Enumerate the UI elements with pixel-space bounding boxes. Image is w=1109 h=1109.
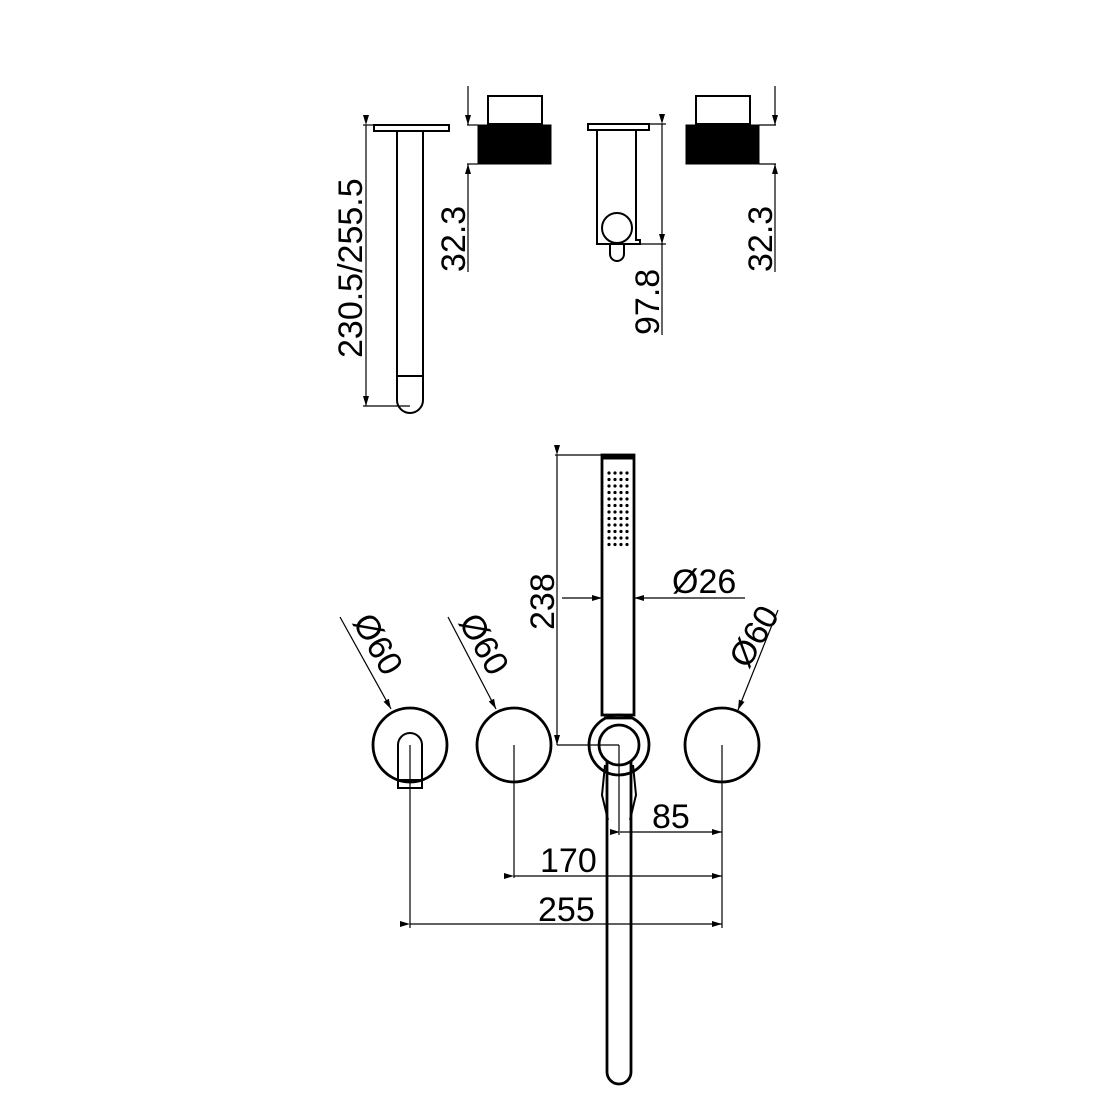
diverter-side-view: 97.8	[587, 114, 667, 335]
left-handle-depth-label: 32.3	[435, 206, 473, 272]
diverter-depth-label: 97.8	[629, 269, 667, 335]
spacing-170-label: 170	[540, 842, 597, 880]
right-handle-depth-label: 32.3	[742, 206, 780, 272]
right-handle-side-view: 32.3	[685, 86, 780, 272]
spout-front-view: Ø60	[339, 607, 449, 928]
spout-length-label: 230.5/255.5	[332, 178, 370, 358]
left-handle-front-view: Ø60	[447, 607, 553, 878]
left-handle-diameter-label: Ø60	[451, 607, 516, 682]
hand-shower-diameter-label: Ø26	[672, 563, 736, 601]
right-handle-front-view: Ø60	[683, 599, 787, 928]
spray-nozzle-grid	[607, 471, 629, 547]
hand-shower-length-label: 238	[524, 573, 562, 630]
spout-side-view: 230.5/255.5	[332, 115, 450, 414]
hand-shower-front-view: 238 Ø26	[524, 445, 745, 1086]
spacing-255-label: 255	[538, 891, 595, 929]
spacing-dimensions: 85 170 255	[400, 745, 722, 929]
left-handle-side-view: 32.3	[435, 86, 552, 272]
spacing-85-label: 85	[652, 798, 690, 836]
